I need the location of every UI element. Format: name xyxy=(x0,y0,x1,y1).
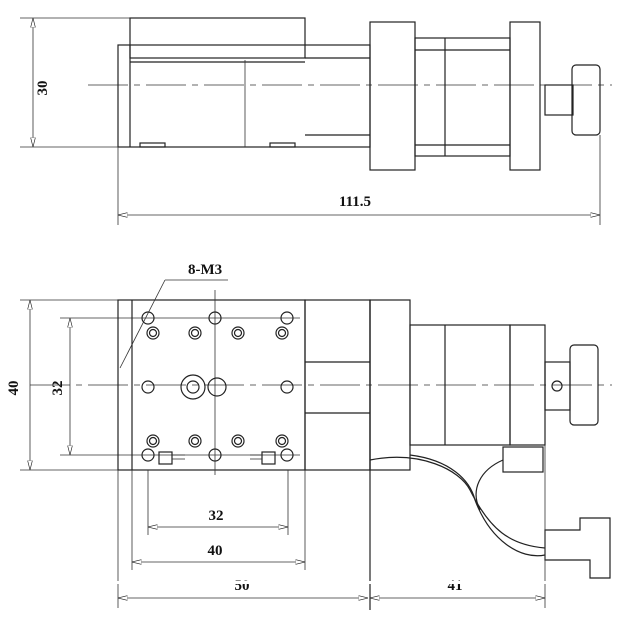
motor-flange xyxy=(369,21,416,171)
stage-body xyxy=(117,44,371,148)
cable-connector xyxy=(544,517,611,579)
callout-leader xyxy=(119,279,166,369)
motor-cable xyxy=(369,456,546,549)
length-dimension-label: 111.5 xyxy=(339,194,371,210)
stage-length-label: 50 xyxy=(235,578,250,594)
hole-callout-label: 8-M3 xyxy=(188,262,222,278)
hole-spacing-horizontal-label: 32 xyxy=(209,508,224,524)
hole-spacing-vertical-label: 32 xyxy=(50,381,66,396)
bottom-view: 40 32 8-M3 xyxy=(6,262,620,610)
top-view: 30 111.5 xyxy=(20,17,612,225)
knob-shaft xyxy=(544,84,574,116)
motor-length-label: 41 xyxy=(448,578,463,594)
mounting-holes xyxy=(141,311,294,465)
height-dimension-label: 30 xyxy=(35,81,51,96)
hand-knob xyxy=(571,64,601,136)
hand-knob xyxy=(569,344,599,426)
width-dimension-label: 40 xyxy=(6,381,22,396)
motor-end-cap xyxy=(509,21,541,171)
plate-width-label: 40 xyxy=(208,543,223,559)
motor-body xyxy=(414,37,511,157)
slide-block xyxy=(129,17,306,59)
